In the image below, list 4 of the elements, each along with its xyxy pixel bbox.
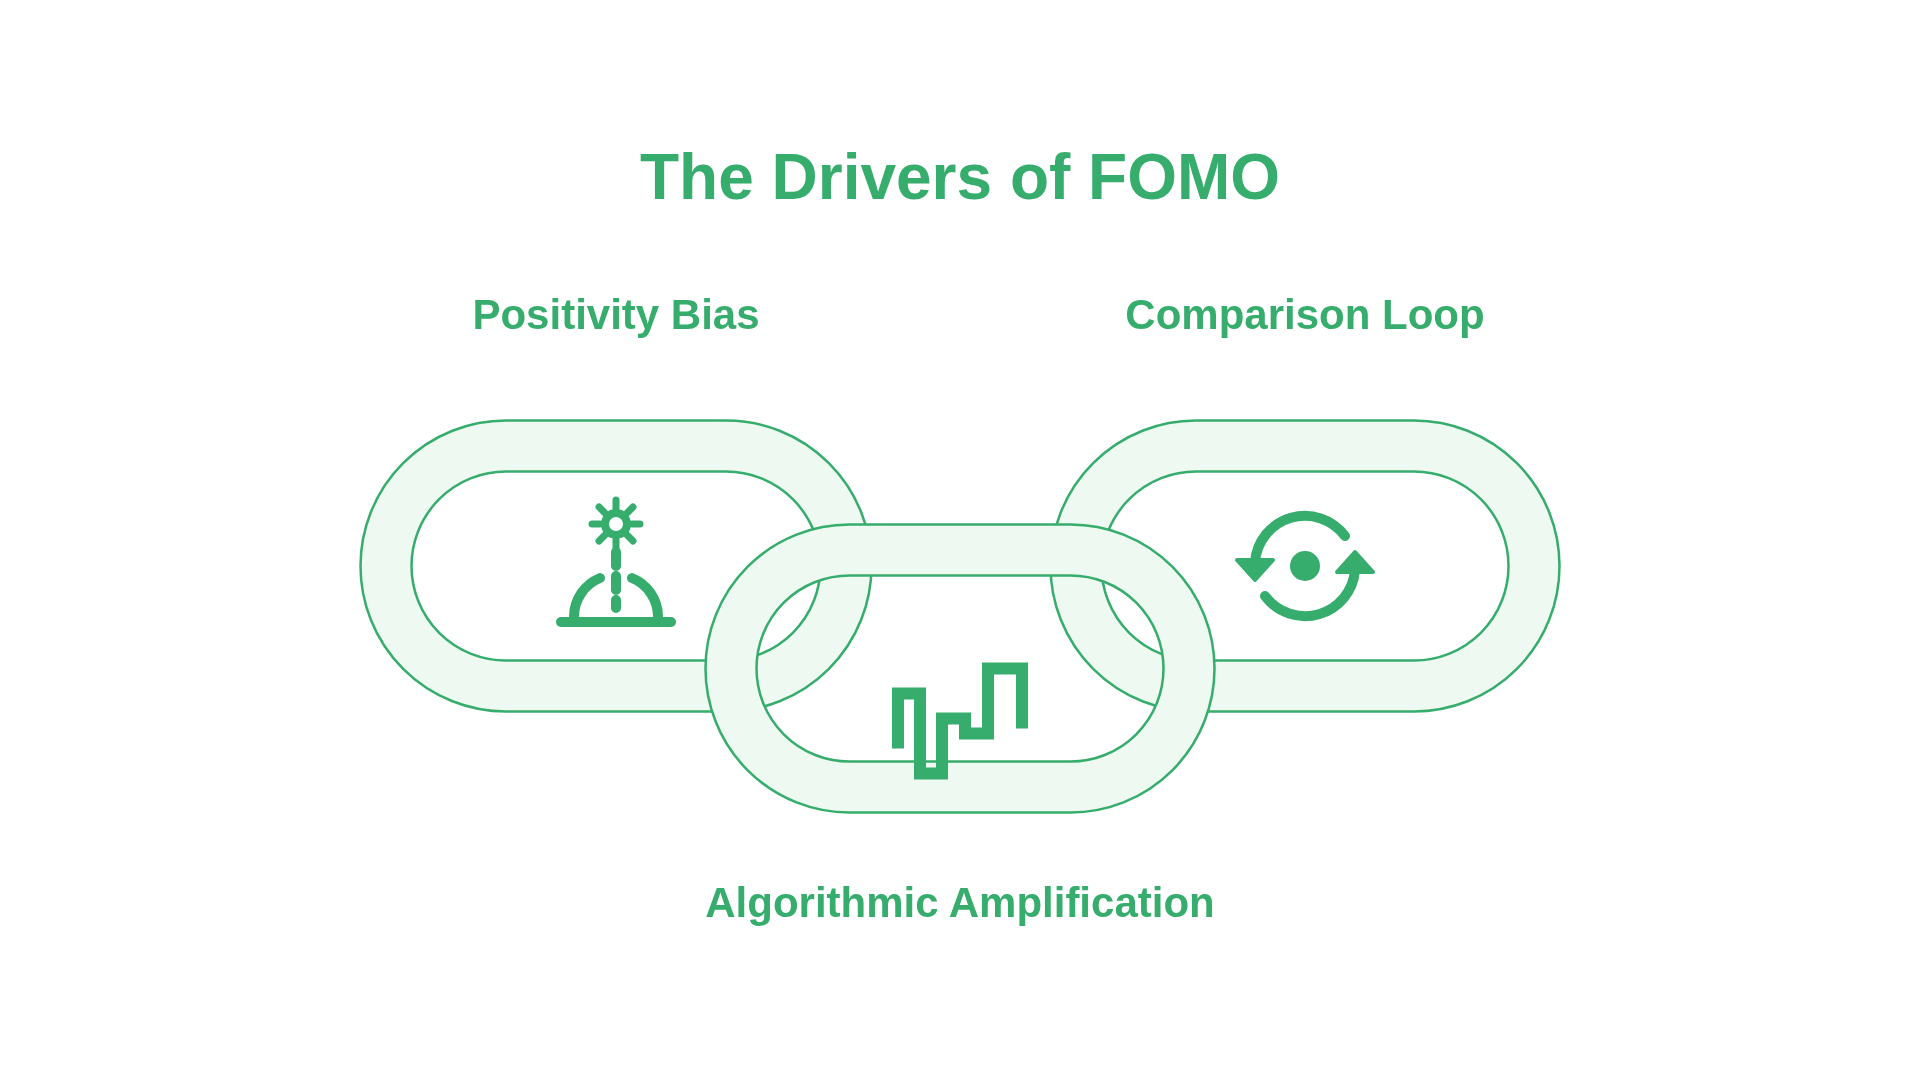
link-heading: Positivity Bias (472, 290, 760, 340)
title: The Drivers of FOMO (638, 140, 1282, 214)
link-heading: Algorithmic Amplification (705, 878, 1215, 928)
link-heading: Comparison Loop (1125, 290, 1485, 340)
